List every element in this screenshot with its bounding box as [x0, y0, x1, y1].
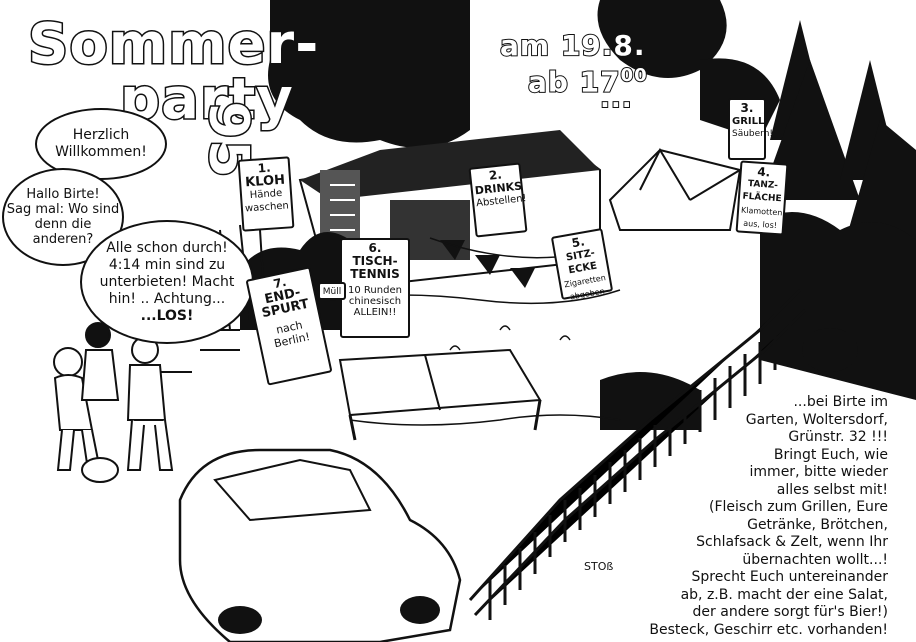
- tree-icon: [268, 0, 916, 260]
- sign-tanz-title: TANZ-FLÄCHE: [742, 178, 782, 205]
- info-line: (Fleisch zum Grillen, Eure: [709, 499, 888, 515]
- sign-tanz-sub: Klamotten aus, los!: [740, 205, 783, 231]
- fence-icon: [468, 288, 807, 620]
- sign-kloh-sub: Hände waschen: [244, 187, 290, 215]
- answer-line1: Alle schon durch!: [106, 239, 228, 256]
- sign-sitzecke: 5. SITZ-ECKE Zigaretten abgeben: [550, 227, 614, 302]
- sign-grill-sub: Säubern!: [732, 129, 774, 139]
- date-line1: am 19.8.: [499, 29, 646, 63]
- people-icon: [53, 322, 192, 483]
- sign-tischtennis-sub: 10 Runden chinesisch ALLEIN!!: [348, 285, 402, 318]
- info-line: immer, bitte wieder: [749, 464, 888, 480]
- info-line: übernachten wollt...!: [742, 551, 888, 568]
- info-line: der andere sorgt für's Bier!): [692, 604, 888, 620]
- sign-drinks: 2. DRINKS Abstellen!: [468, 162, 528, 238]
- date-line2: ab 1700: [527, 60, 648, 99]
- question-line4: anderen?: [32, 232, 94, 247]
- question-line2: Sag mal: Wo sind: [6, 202, 120, 217]
- sign-muell: Müll: [318, 282, 346, 300]
- info-line: Bringt Euch, wie: [773, 446, 888, 463]
- question-line3: denn die: [34, 217, 92, 232]
- question-line1: Hallo Birte!: [26, 187, 100, 202]
- info-line: ...bei Birte im: [793, 394, 888, 410]
- sign-kloh: 1. KLOH Hände waschen: [237, 156, 295, 232]
- info-line: Besteck, Geschirr etc. vorhanden!: [649, 621, 888, 638]
- answer-line3: unterbieten! Macht: [99, 273, 235, 290]
- title-line1: Sommer-: [26, 12, 320, 77]
- artist-signature: STOß: [584, 560, 614, 573]
- date-time: ab 17: [527, 65, 621, 99]
- sign-grill-num: 3.: [740, 101, 754, 115]
- sign-grill: 3. GRILL Säubern!: [728, 98, 774, 160]
- tent-icon: [608, 147, 742, 231]
- info-line: Grünstr. 32 !!!: [788, 429, 888, 445]
- info-text: ...bei Birte im Garten, Woltersdorf, Grü…: [649, 394, 888, 639]
- sign-endspurt-sub: nach Berlin!: [272, 318, 312, 351]
- answer-line5: ...LOS!: [140, 307, 194, 324]
- date-ellipsis: ...: [599, 83, 633, 115]
- sign-tischtennis-title: TISCH-TENNIS: [350, 254, 400, 281]
- sign-grill-title: GRILL: [732, 116, 765, 127]
- info-line: Schlafsack & Zelt, wenn Ihr: [696, 534, 888, 550]
- info-line: Garten, Woltersdorf,: [745, 411, 888, 428]
- sign-tanz: 4. TANZ-FLÄCHE Klamotten aus, los!: [735, 160, 789, 236]
- answer-line2: 4:14 min sind zu: [108, 256, 226, 273]
- info-line: ab, z.B. macht der eine Salat,: [680, 586, 888, 603]
- sign-tischtennis-num: 6.: [368, 241, 382, 255]
- info-line: Getränke, Brötchen,: [747, 516, 888, 533]
- answer-line4: hin! .. Achtung...: [108, 290, 226, 307]
- sign-tischtennis: 6. TISCH-TENNIS 10 Runden chinesisch ALL…: [340, 238, 410, 338]
- info-line: alles selbst mit!: [776, 481, 888, 498]
- answer-bubble: Alle schon durch! 4:14 min sind zu unter…: [80, 220, 254, 344]
- welcome-line2: Willkommen!: [55, 144, 147, 160]
- table-icon: [338, 348, 542, 441]
- info-line: Sprecht Euch untereinander: [691, 569, 888, 585]
- date-minutes: 00: [620, 64, 648, 87]
- car-icon: [178, 448, 462, 642]
- welcome-line1: Herzlich: [72, 127, 130, 143]
